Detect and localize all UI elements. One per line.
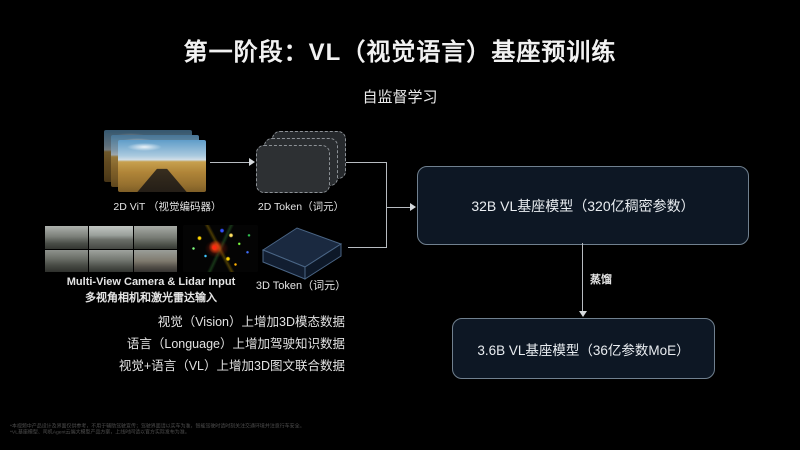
camera-cell xyxy=(89,249,133,272)
camera-cell xyxy=(89,226,133,249)
slide-subtitle: 自监督学习 xyxy=(362,89,438,106)
arrowhead-distill xyxy=(579,311,587,317)
arrowhead-to-32b xyxy=(410,203,416,211)
lidar-pointcloud-image xyxy=(183,225,258,272)
multiview-camera-image xyxy=(45,226,177,272)
arrow-line-distill xyxy=(582,243,583,312)
bullet-item: 视觉+语言（VL）上增加3D图文联合数据 xyxy=(118,359,345,373)
camera-label-en: Multi-View Camera & Lidar Input xyxy=(66,276,236,288)
footnote-line: *VL基座模型、司机Agent云端大模型产品方案，上线时间请以官方实际发布为准。 xyxy=(10,429,190,435)
arrowhead-vit-to-token xyxy=(249,158,255,166)
slide-title: 第一阶段：VL（视觉语言）基座预训练 xyxy=(183,39,617,66)
model-box-36b: 3.6B VL基座模型（36亿参数MoE） xyxy=(452,318,715,379)
connector-token3d xyxy=(348,247,386,248)
footnote-block: *本视频中产品设计及界面仅供参考，不用于辅助驾驶宣传；驾驶界面请以实车为准，智能… xyxy=(10,423,494,435)
vit-image-front xyxy=(118,140,206,192)
camera-cell xyxy=(133,226,177,249)
bullet-item: 视觉（Vision）上增加3D模态数据 xyxy=(157,315,345,329)
arrow-line-vit-to-token xyxy=(210,162,250,163)
arrow-line-to-32b xyxy=(386,207,411,208)
model-box-32b: 32B VL基座模型（320亿稠密参数） xyxy=(417,166,749,245)
connector-vertical xyxy=(386,162,387,248)
connector-token2d xyxy=(346,162,386,163)
token3d-slab xyxy=(261,227,343,280)
token3d-label: 3D Token（词元） xyxy=(255,280,347,292)
camera-cell xyxy=(133,249,177,272)
token2d-front xyxy=(256,145,330,193)
footnote-line: *本视频中产品设计及界面仅供参考，不用于辅助驾驶宣传；驾驶界面请以实车为准，智能… xyxy=(10,423,305,429)
bullet-list: 视觉（Vision）上增加3D模态数据 语言（Longuage）上增加驾驶知识数… xyxy=(0,311,345,377)
camera-cell xyxy=(45,249,89,272)
bullet-item: 语言（Longuage）上增加驾驶知识数据 xyxy=(126,337,345,351)
camera-label-zh: 多视角相机和激光雷达输入 xyxy=(85,292,217,304)
vit-label: 2D ViT （视觉编码器） xyxy=(113,201,222,213)
token2d-label: 2D Token（词元） xyxy=(257,201,345,213)
distill-label: 蒸馏 xyxy=(590,274,612,286)
camera-cell xyxy=(45,226,89,249)
